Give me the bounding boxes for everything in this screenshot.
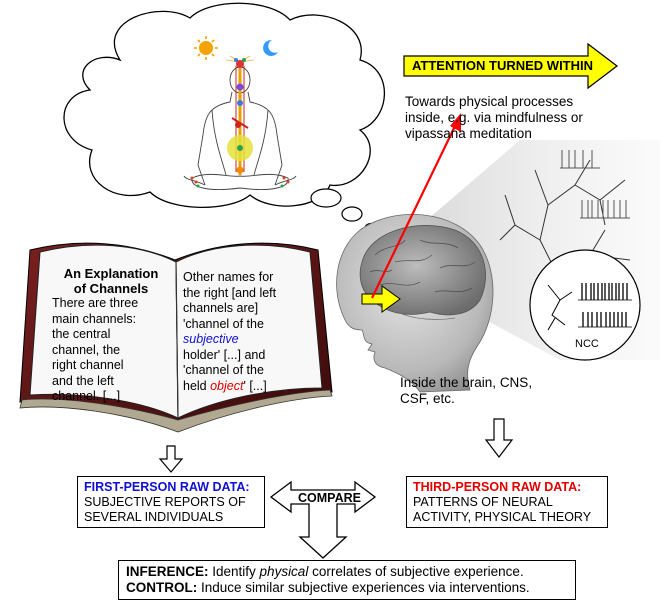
third-person-line-2: ACTIVITY, PHYSICAL THEORY: [413, 510, 592, 524]
physical-processes-text: Towards physical processes inside, e.g. …: [405, 94, 583, 142]
first-person-box: FIRST-PERSON RAW DATA: SUBJECTIVE REPORT…: [77, 476, 265, 528]
book-title-line-1: An Explanation: [63, 266, 159, 281]
attention-label: ATTENTION TURNED WITHIN: [412, 58, 594, 73]
ncc-label: NCC: [575, 338, 599, 350]
first-person-line-2: SEVERAL INDIVIDUALS: [84, 510, 224, 524]
book-right-line-1: Other names for: [183, 270, 274, 284]
physical-line-2: inside, e.g. via mindfulness or: [405, 110, 583, 125]
book-right-held: held: [183, 378, 211, 393]
control-line: CONTROL: Induce similar subjective exper…: [126, 580, 568, 596]
thought-bubble-smaller: [341, 206, 363, 222]
book-left-line-2: main channels:: [52, 311, 137, 326]
attention-arrow: [403, 42, 618, 90]
book-right-line-8: held object' [...]: [183, 379, 313, 395]
book-left-line-1: There are three: [52, 296, 139, 310]
third-person-line-1: PATTERNS OF NEURAL: [413, 495, 553, 509]
book-right-line-2: the right [and left: [183, 285, 277, 300]
brain-caption: Inside the brain, CNS, CSF, etc.: [400, 375, 532, 407]
book-right-line-7: 'channel of the: [183, 363, 264, 377]
control-label: CONTROL:: [126, 580, 198, 595]
inference-label: INFERENCE:: [126, 564, 209, 579]
moon-icon: [263, 39, 278, 56]
book-right-line-3: channels are]: [183, 301, 259, 315]
third-person-heading: THIRD-PERSON RAW DATA:: [413, 480, 582, 494]
physical-line-1: Towards physical processes: [405, 94, 574, 109]
thought-cloud: [63, 2, 385, 234]
thought-bubble-small: [310, 188, 342, 208]
book-icon: [19, 242, 333, 433]
brain-caption-line-1: Inside the brain, CNS,: [400, 375, 533, 390]
book-left-line-7: channel. [...]: [52, 389, 121, 403]
book-right-line-6: holder' [...] and: [183, 347, 266, 362]
ncc-circle: [529, 249, 641, 361]
inference-text-post: correlates of subjective experience.: [308, 564, 524, 579]
book-left-line-3: the central: [52, 327, 111, 341]
brain-down-arrow: [484, 418, 514, 458]
compare-label: COMPARE: [298, 491, 361, 505]
red-arrow: [371, 113, 461, 299]
head-icon: [336, 214, 494, 393]
sun-icon: [194, 36, 218, 60]
spike-train-ncc: [578, 283, 632, 328]
book-left-page-text: An Explanation of Channels There are thr…: [52, 266, 170, 405]
book-left-line-5: right channel: [52, 358, 124, 372]
inference-box: INFERENCE: Identify physical correlates …: [118, 560, 576, 600]
spike-train-top: [560, 150, 630, 219]
book-left-line-6: and the left: [52, 373, 114, 388]
third-person-box: THIRD-PERSON RAW DATA: PATTERNS OF NEURA…: [406, 476, 608, 528]
book-down-arrow: [158, 445, 184, 473]
book-title-line-2: of Channels: [73, 281, 149, 296]
brain-caption-line-2: CSF, etc.: [400, 391, 455, 406]
first-person-heading: FIRST-PERSON RAW DATA:: [84, 480, 250, 494]
book-right-end: ' [...]: [243, 378, 267, 393]
book-right-page-text: Other names for the right [and left chan…: [183, 270, 313, 394]
inference-text-pre: Identify: [208, 564, 260, 579]
meditating-figure-icon: [183, 36, 297, 190]
book-left-line-4: channel, the: [52, 342, 121, 357]
book-right-object: object: [210, 378, 244, 393]
book-right-subjective: subjective: [183, 332, 239, 346]
inference-physical: physical: [259, 564, 309, 579]
control-text: Induce similar subjective experiences vi…: [197, 580, 530, 595]
book-right-line-4: 'channel of the: [183, 316, 264, 331]
compare-arrow: [269, 480, 377, 559]
physical-line-3: vipassana meditation: [405, 126, 532, 141]
inner-attention-arrow: [361, 285, 401, 313]
inference-line: INFERENCE: Identify physical correlates …: [126, 564, 568, 580]
first-person-line-1: SUBJECTIVE REPORTS OF: [84, 495, 246, 509]
